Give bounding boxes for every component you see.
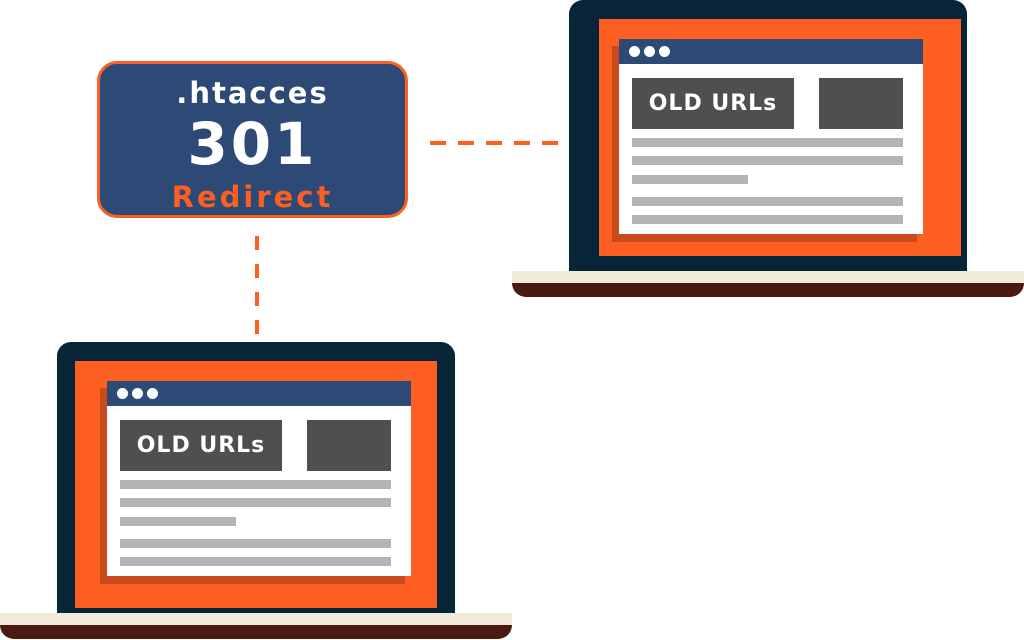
- redirect-label: Redirect: [171, 180, 334, 214]
- window-dot-icon: [659, 46, 670, 57]
- text-line: [632, 156, 903, 165]
- laptop-base-bottom: [0, 625, 512, 639]
- htaccess-label: .htacces: [176, 76, 329, 110]
- text-line: [120, 498, 391, 507]
- laptop-base-top: [512, 271, 1024, 283]
- text-line: [632, 215, 903, 224]
- connector-horizontal: [430, 141, 558, 145]
- text-line: [120, 557, 391, 566]
- laptop-bottom-left: OLD URLs: [0, 340, 512, 640]
- browser-window: OLD URLs: [107, 381, 411, 576]
- window-dot-icon: [629, 46, 640, 57]
- image-placeholder: [819, 78, 903, 129]
- laptop-base-bottom: [512, 283, 1024, 297]
- text-line: [120, 539, 391, 548]
- window-titlebar: [619, 39, 923, 64]
- status-code: 301: [187, 110, 318, 178]
- laptop-base-top: [0, 613, 512, 625]
- window-titlebar: [107, 381, 411, 406]
- text-line: [632, 138, 903, 147]
- laptop-top-right: OLD URLs: [512, 0, 1024, 300]
- redirect-badge: .htacces 301 Redirect: [97, 61, 408, 218]
- old-urls-label: OLD URLs: [632, 78, 794, 129]
- text-line: [632, 175, 748, 184]
- window-dot-icon: [117, 388, 128, 399]
- browser-window: OLD URLs: [619, 39, 923, 234]
- image-placeholder: [307, 420, 391, 471]
- connector-vertical: [255, 236, 259, 336]
- window-dot-icon: [147, 388, 158, 399]
- old-urls-label: OLD URLs: [120, 420, 282, 471]
- window-dot-icon: [132, 388, 143, 399]
- text-line: [632, 197, 903, 206]
- text-line: [120, 517, 236, 526]
- window-dot-icon: [644, 46, 655, 57]
- text-line: [120, 480, 391, 489]
